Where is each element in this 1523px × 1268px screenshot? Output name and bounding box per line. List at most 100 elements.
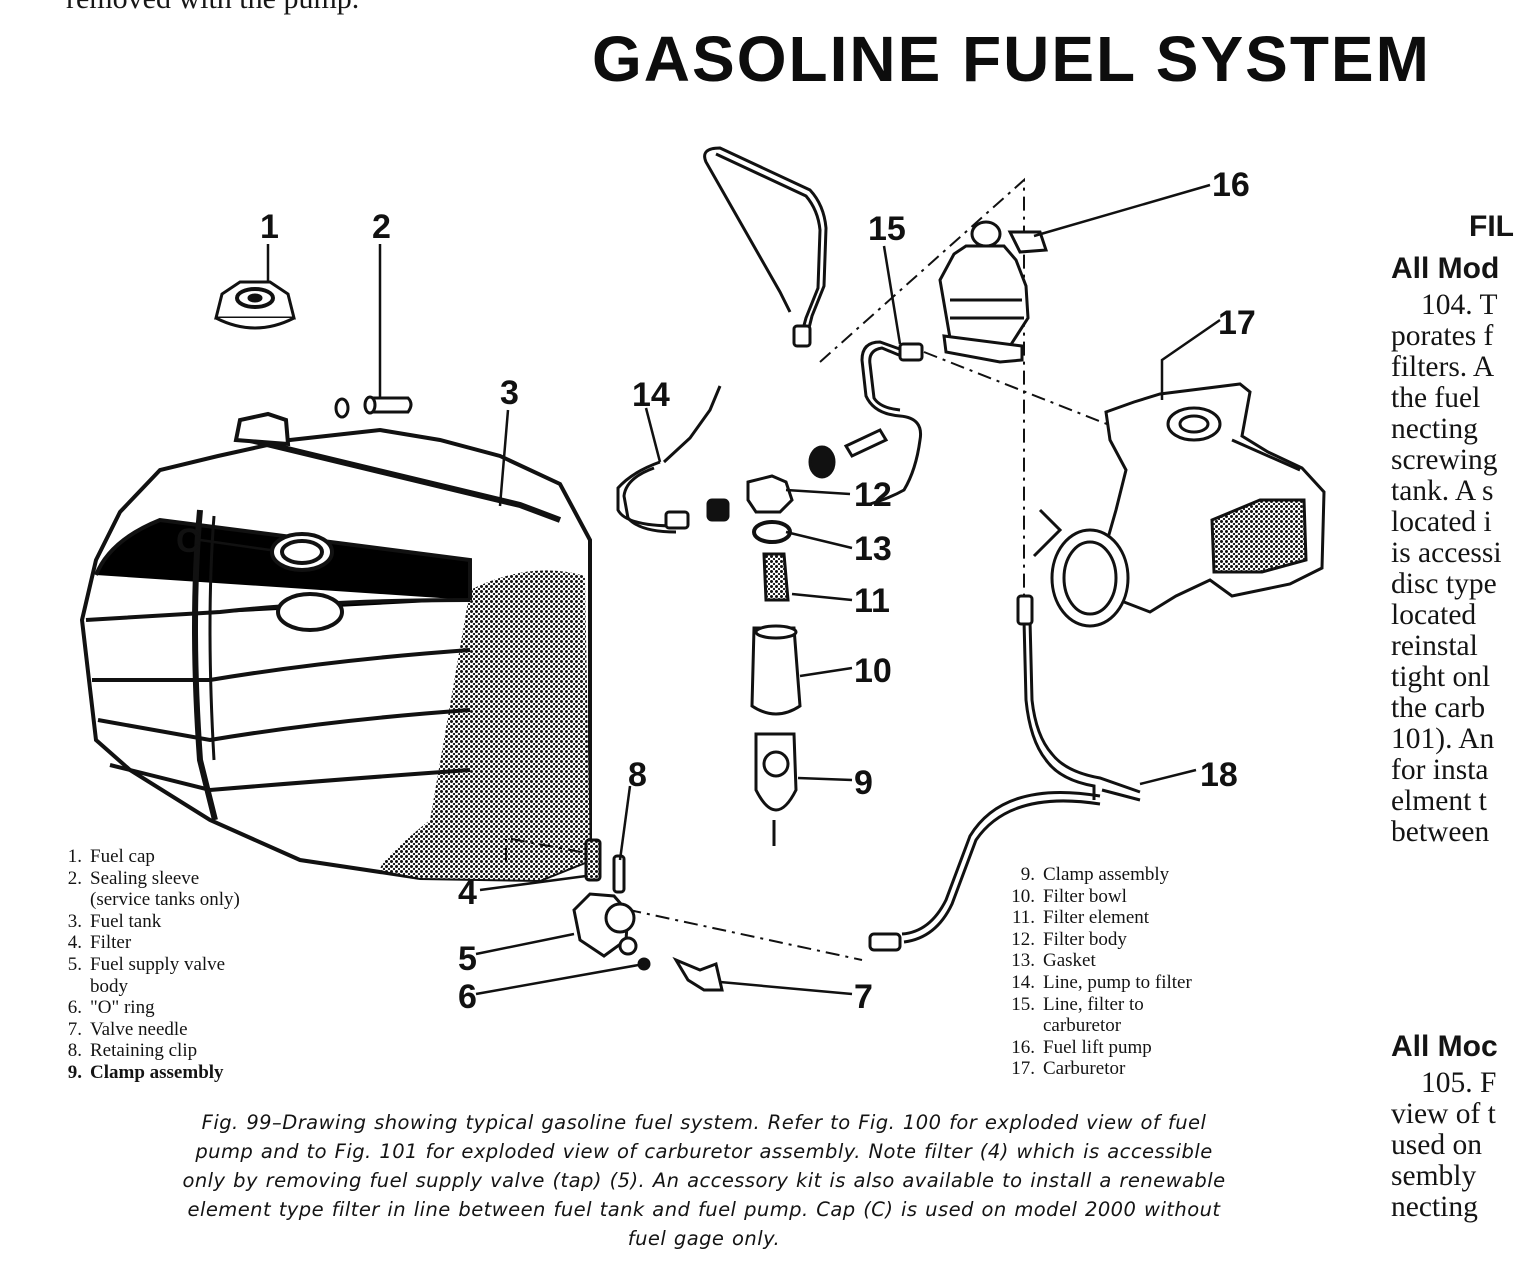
legend-number: 6. <box>67 997 82 1019</box>
legend-text: Fuel lift pump <box>1043 1036 1152 1058</box>
legend-item: 1. Fuel cap <box>52 846 240 868</box>
callout-1: 1 <box>260 208 279 246</box>
legend-text: Retaining clip <box>90 1040 198 1062</box>
callout-5: 5 <box>458 940 477 978</box>
text-line: disc type <box>1391 568 1497 600</box>
callout-4: 4 <box>458 874 477 912</box>
legend-text: carburetor <box>1043 1015 1122 1037</box>
legend-item: 4.Filter <box>52 932 240 954</box>
text-line: 104. T <box>1421 289 1498 321</box>
legend-left: 1. Fuel cap 2. Sealing sleeve(service tanks… <box>52 846 240 1084</box>
callout-2: 2 <box>372 208 391 246</box>
legend-text: Gasket <box>1043 950 1096 972</box>
text-line: elment t <box>1391 785 1487 817</box>
text-line: located i <box>1391 506 1492 538</box>
legend-item: 7. Valve needle <box>52 1019 240 1041</box>
callout-14: 14 <box>632 376 670 414</box>
callout-c: C <box>176 522 201 560</box>
legend-number: 11. <box>1011 907 1035 929</box>
text-line: tank. A s <box>1391 475 1494 507</box>
callout-12: 12 <box>854 476 892 514</box>
fuel-lift-pump-icon <box>938 220 1049 364</box>
legend-number: 10. <box>1011 885 1035 907</box>
legend-item: 12. Filter body <box>1003 929 1192 951</box>
legend-text: Sealing sleeve <box>90 867 200 889</box>
callout-10: 10 <box>854 652 892 690</box>
legend-number <box>52 976 82 998</box>
callout-17: 17 <box>1218 304 1256 342</box>
callout-18: 18 <box>1200 756 1238 794</box>
legend-text: Valve needle <box>90 1018 188 1040</box>
caption-line-5: fuel gage only. <box>627 1227 781 1250</box>
text-line: necting <box>1391 1191 1478 1223</box>
text-line: tight onl <box>1391 661 1491 693</box>
legend-item: 8.Retaining clip <box>52 1040 240 1062</box>
text-line: sembly <box>1391 1160 1477 1192</box>
text-line: screwing <box>1391 444 1498 476</box>
legend-text: Fuel cap <box>90 846 155 867</box>
legend-item: 9.Clamp assembly <box>52 1062 240 1084</box>
legend-number <box>52 889 82 911</box>
text-line: view of t <box>1391 1098 1496 1130</box>
text-line: used on <box>1391 1129 1482 1161</box>
caption-line-1: Fig. 99–Drawing showing typical gasoline… <box>201 1111 1207 1134</box>
text-line: porates f <box>1391 320 1494 352</box>
right-heading-fil: FIL <box>1469 210 1514 243</box>
legend-text: Line, filter to <box>1043 993 1144 1015</box>
legend-item: 10. Filter bowl <box>1003 886 1192 908</box>
text-line: between <box>1391 816 1490 848</box>
figure-caption: Fig. 99–Drawing showing typical gasoline… <box>66 1108 1342 1253</box>
legend-text: Filter body <box>1043 928 1127 950</box>
fuel-tank-icon <box>79 411 592 883</box>
legend-number: 16. <box>1011 1036 1035 1058</box>
legend-item: 6."O" ring <box>52 997 240 1019</box>
legend-item: 15. Line, filter to <box>1003 994 1192 1016</box>
text-line: is accessi <box>1391 537 1502 569</box>
callout-3: 3 <box>500 374 519 412</box>
legend-item: body <box>52 976 240 998</box>
legend-text: body <box>90 975 128 997</box>
legend-text: Carburetor <box>1043 1058 1126 1080</box>
legend-text: Fuel tank <box>90 910 162 932</box>
text-line: the fuel <box>1391 382 1481 414</box>
legend-number: 14. <box>1011 971 1035 993</box>
top-continued-text: removed with the pump. <box>66 0 359 16</box>
leader-lines <box>199 183 1221 996</box>
callout-13: 13 <box>854 530 892 568</box>
legend-number: 1. <box>67 846 82 867</box>
legend-number: 7. <box>67 1018 82 1040</box>
text-line: filters. A <box>1391 351 1495 383</box>
text-line: for insta <box>1391 754 1489 786</box>
callout-6: 6 <box>458 978 477 1016</box>
legend-number: 17. <box>1011 1058 1035 1080</box>
text-line: necting <box>1391 413 1478 445</box>
legend-item: (service tanks only) <box>52 889 240 911</box>
callout-9: 9 <box>854 764 873 802</box>
legend-number: 2. <box>67 867 82 889</box>
legend-number: 13. <box>1011 950 1035 972</box>
caption-line-2: pump and to Fig. 101 for exploded view o… <box>195 1140 1213 1163</box>
callout-16: 16 <box>1212 166 1250 204</box>
text-line: 105. F <box>1421 1067 1497 1099</box>
legend-number: 15. <box>1011 993 1035 1015</box>
text-line: reinstal <box>1391 630 1478 662</box>
legend-number: 12. <box>1011 928 1035 950</box>
caption-line-4: element type filter in line between fuel… <box>187 1198 1221 1221</box>
carburetor-icon <box>1032 382 1326 628</box>
fuel-cap-icon <box>214 280 296 330</box>
legend-item: 5.Fuel supply valve <box>52 954 240 976</box>
right-heading-all-models-1: All Mod <box>1391 252 1500 285</box>
line-pump-to-filter-icon <box>616 146 828 534</box>
text-line: the carb <box>1391 692 1486 724</box>
legend-item: 2. Sealing sleeve <box>52 868 240 890</box>
legend-text: Filter element <box>1043 907 1150 929</box>
fittings-icon <box>572 324 1034 992</box>
legend-number: 5. <box>67 953 82 975</box>
legend-text: Filter bowl <box>1043 885 1127 907</box>
legend-number: 9. <box>1020 864 1035 885</box>
legend-item: carburetor <box>1003 1015 1192 1037</box>
legend-item: 11. Filter element <box>1003 907 1192 929</box>
